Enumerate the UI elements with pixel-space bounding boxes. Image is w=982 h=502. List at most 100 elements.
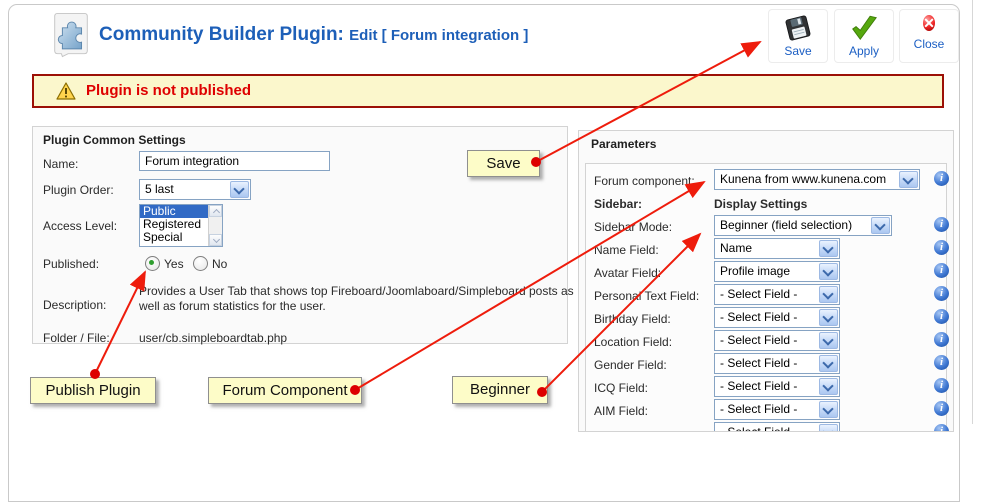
icq-field-value: - Select Field -: [720, 379, 798, 393]
avatar-field-label: Avatar Field:: [594, 266, 662, 280]
published-yes-label: Yes: [164, 257, 184, 271]
gender-field-label: Gender Field:: [594, 358, 667, 372]
access-level-listbox[interactable]: Public Registered Special: [139, 204, 223, 247]
info-icon[interactable]: [934, 355, 949, 370]
page-title-sub: Edit [ Forum integration ]: [349, 27, 529, 44]
plugin-order-label: Plugin Order:: [43, 183, 114, 197]
location-field-select[interactable]: - Select Field -: [714, 330, 840, 351]
avatar-field-value: Profile image: [720, 264, 791, 278]
dropdown-arrow-icon[interactable]: [819, 263, 838, 280]
folder-file-value: user/cb.simpleboardtab.php: [139, 331, 288, 345]
name-label: Name:: [43, 157, 79, 171]
save-button-label: Save: [784, 44, 812, 58]
next-field-value: - Select Field -: [720, 425, 798, 432]
published-no-label: No: [212, 257, 228, 271]
apply-check-icon: [849, 13, 879, 43]
page-title-main: Community Builder Plugin:: [99, 24, 344, 45]
scroll-down-icon[interactable]: [209, 234, 222, 246]
common-settings-title: Plugin Common Settings: [43, 133, 186, 147]
dropdown-arrow-icon[interactable]: [819, 240, 838, 257]
dropdown-arrow-icon[interactable]: [819, 378, 838, 395]
location-field-value: - Select Field -: [720, 333, 798, 347]
parameters-title: Parameters: [591, 137, 657, 151]
dropdown-arrow-icon[interactable]: [819, 401, 838, 418]
forum-component-value: Kunena from www.kunena.com: [720, 172, 887, 186]
info-icon[interactable]: [934, 217, 949, 232]
dropdown-arrow-icon[interactable]: [819, 424, 838, 431]
dropdown-arrow-icon[interactable]: [819, 355, 838, 372]
sidebar-mode-value: Beginner (field selection): [720, 218, 853, 232]
description-text: Provides a User Tab that shows top Fireb…: [139, 284, 574, 313]
info-icon[interactable]: [934, 171, 949, 186]
plugin-puzzle-icon: [48, 11, 94, 58]
save-button[interactable]: Save: [768, 9, 828, 63]
location-field-label: Location Field:: [594, 335, 673, 349]
info-icon[interactable]: [934, 378, 949, 393]
plugin-order-value: 5 last: [145, 182, 174, 196]
scroll-up-icon[interactable]: [209, 205, 222, 217]
parameters-fieldset: Forum component: Kunena from www.kunena.…: [585, 163, 949, 432]
sidebar-mode-select[interactable]: Beginner (field selection): [714, 215, 892, 236]
name-field-label: Name Field:: [594, 243, 659, 257]
info-icon[interactable]: [934, 240, 949, 255]
name-field-select[interactable]: Name: [714, 238, 840, 259]
forum-component-select[interactable]: Kunena from www.kunena.com: [714, 169, 920, 190]
callout-beginner[interactable]: Beginner: [452, 376, 548, 404]
dropdown-arrow-icon[interactable]: [871, 217, 890, 234]
info-icon[interactable]: [934, 286, 949, 301]
description-label: Description:: [43, 298, 107, 312]
access-option-registered[interactable]: Registered: [143, 217, 202, 231]
icq-field-select[interactable]: - Select Field -: [714, 376, 840, 397]
apply-button-label: Apply: [848, 44, 880, 58]
gender-field-value: - Select Field -: [720, 356, 798, 370]
close-button[interactable]: ✕ Close: [899, 9, 959, 63]
birthday-field-label: Birthday Field:: [594, 312, 671, 326]
name-input[interactable]: Forum integration: [139, 151, 330, 171]
access-option-special[interactable]: Special: [143, 230, 183, 244]
published-no-radio[interactable]: [193, 256, 208, 271]
right-edge-divider: [972, 0, 973, 424]
dropdown-arrow-icon[interactable]: [819, 309, 838, 326]
icq-field-label: ICQ Field:: [594, 381, 649, 395]
published-label: Published:: [43, 257, 100, 271]
listbox-scrollbar[interactable]: [208, 205, 222, 246]
warning-banner: Plugin is not published: [32, 74, 944, 108]
info-icon[interactable]: [934, 424, 949, 431]
access-level-label: Access Level:: [43, 219, 118, 233]
published-yes-radio[interactable]: [145, 256, 160, 271]
page-title: Community Builder Plugin: Edit [ Forum i…: [99, 24, 528, 46]
dropdown-arrow-icon[interactable]: [899, 171, 918, 188]
forum-component-label: Forum component:: [594, 174, 695, 188]
dropdown-arrow-icon[interactable]: [819, 286, 838, 303]
birthday-field-value: - Select Field -: [720, 310, 798, 324]
aim-field-value: - Select Field -: [720, 402, 798, 416]
callout-forum-component[interactable]: Forum Component: [208, 377, 362, 404]
save-floppy-icon: [783, 13, 813, 43]
dropdown-arrow-icon[interactable]: [819, 332, 838, 349]
personal-text-field-label: Personal Text Field:: [594, 289, 700, 303]
display-settings-label: Display Settings: [714, 197, 808, 211]
plugin-order-select[interactable]: 5 last: [139, 179, 251, 200]
info-icon[interactable]: [934, 263, 949, 278]
apply-button[interactable]: Apply: [834, 9, 894, 63]
folder-file-label: Folder / File:: [43, 331, 110, 345]
gender-field-select[interactable]: - Select Field -: [714, 353, 840, 374]
info-icon[interactable]: [934, 401, 949, 416]
dropdown-arrow-icon[interactable]: [230, 181, 249, 198]
callout-publish-plugin[interactable]: Publish Plugin: [30, 377, 156, 404]
aim-field-select[interactable]: - Select Field -: [714, 399, 840, 420]
close-button-label: Close: [913, 37, 945, 51]
warning-triangle-icon: [56, 82, 76, 105]
name-field-value: Name: [720, 241, 753, 255]
info-icon[interactable]: [934, 332, 949, 347]
avatar-field-select[interactable]: Profile image: [714, 261, 840, 282]
birthday-field-select[interactable]: - Select Field -: [714, 307, 840, 328]
personal-text-field-value: - Select Field -: [720, 287, 798, 301]
personal-text-field-select[interactable]: - Select Field -: [714, 284, 840, 305]
parameters-panel: Parameters Forum component: Kunena from …: [578, 130, 954, 432]
info-icon[interactable]: [934, 309, 949, 324]
access-option-public[interactable]: Public: [140, 205, 222, 218]
callout-save[interactable]: Save: [467, 150, 540, 177]
aim-field-label: AIM Field:: [594, 404, 649, 418]
warning-text: Plugin is not published: [86, 82, 251, 99]
